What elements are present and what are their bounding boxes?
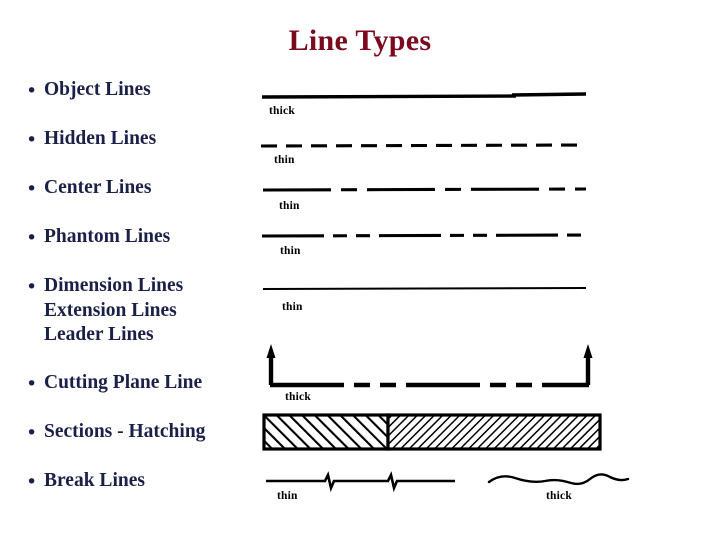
bullet-icon: •	[26, 178, 38, 200]
figure-label-dimension-line: thin	[282, 301, 303, 313]
figure-break-line-zigzag	[266, 471, 455, 493]
break-line-freehand-stroke	[487, 473, 630, 486]
figure-break-line-freehand	[487, 473, 630, 486]
list-item-label: Dimension Lines Extension Lines Leader L…	[44, 274, 183, 348]
list-item-phantom-lines: • Phantom Lines	[26, 225, 170, 251]
list-item-label: Sections - Hatching	[44, 421, 206, 442]
bullet-icon: •	[26, 471, 38, 493]
bullet-icon: •	[26, 80, 38, 102]
list-item-label-line2: Extension Lines	[44, 299, 177, 321]
phantom-line-stroke	[261, 233, 587, 238]
list-item-dimension-lines: • Dimension Lines Extension Lines Leader…	[26, 274, 183, 348]
list-item-label-line1: Dimension Lines	[44, 275, 184, 296]
break-line-zigzag-stroke	[266, 471, 455, 493]
figure-label-center-line: thin	[279, 200, 300, 212]
figure-label-cutting-plane-line: thick	[285, 391, 311, 403]
list-item-label: Hidden Lines	[44, 128, 157, 149]
list-item-label-line3: Leader Lines	[44, 324, 154, 345]
page-title: Line Types	[288, 24, 432, 57]
figure-hidden-line	[260, 143, 587, 148]
list-item-label: Break Lines	[44, 470, 145, 491]
figure-label-break-line-zigzag: thin	[277, 490, 298, 502]
bullet-icon: •	[26, 373, 38, 395]
list-item-label: Cutting Plane Line	[44, 372, 203, 393]
list-item-center-lines: • Center Lines	[26, 176, 151, 202]
figure-label-break-line-freehand: thick	[546, 490, 572, 502]
bullet-icon: •	[26, 276, 38, 298]
figure-label-object-line: thick	[269, 105, 295, 117]
list-item-sections-hatching: • Sections - Hatching	[26, 420, 205, 446]
bullet-icon: •	[26, 422, 38, 444]
figure-phantom-line	[261, 233, 587, 238]
list-item-label: Phantom Lines	[44, 226, 171, 247]
arrow-up-icon-left	[266, 344, 276, 358]
list-item-label: Object Lines	[44, 79, 151, 100]
figure-object-line	[261, 92, 587, 99]
object-line-stroke-left	[261, 94, 517, 99]
hatch-rectangle-left	[262, 413, 390, 451]
bullet-icon: •	[26, 129, 38, 151]
bullet-icon: •	[26, 227, 38, 249]
list-item-break-lines: • Break Lines	[26, 469, 145, 495]
hatch-rectangle-right	[386, 413, 602, 451]
figure-dimension-line	[262, 286, 587, 291]
figure-label-hidden-line: thin	[274, 154, 295, 166]
arrow-up-icon-right	[583, 344, 593, 358]
list-item-label: Center Lines	[44, 177, 152, 198]
list-item-hidden-lines: • Hidden Lines	[26, 127, 156, 153]
figure-label-phantom-line: thin	[280, 245, 301, 257]
object-line-stroke-right	[511, 92, 587, 97]
hidden-line-stroke	[260, 143, 587, 148]
figure-center-line	[262, 187, 587, 192]
center-line-stroke	[262, 187, 587, 192]
list-item-cutting-plane-line: • Cutting Plane Line	[26, 371, 202, 397]
list-item-object-lines: • Object Lines	[26, 78, 151, 104]
figure-cutting-plane-line	[266, 344, 593, 388]
dimension-line-stroke	[262, 286, 587, 291]
figure-section-hatching	[262, 413, 602, 451]
